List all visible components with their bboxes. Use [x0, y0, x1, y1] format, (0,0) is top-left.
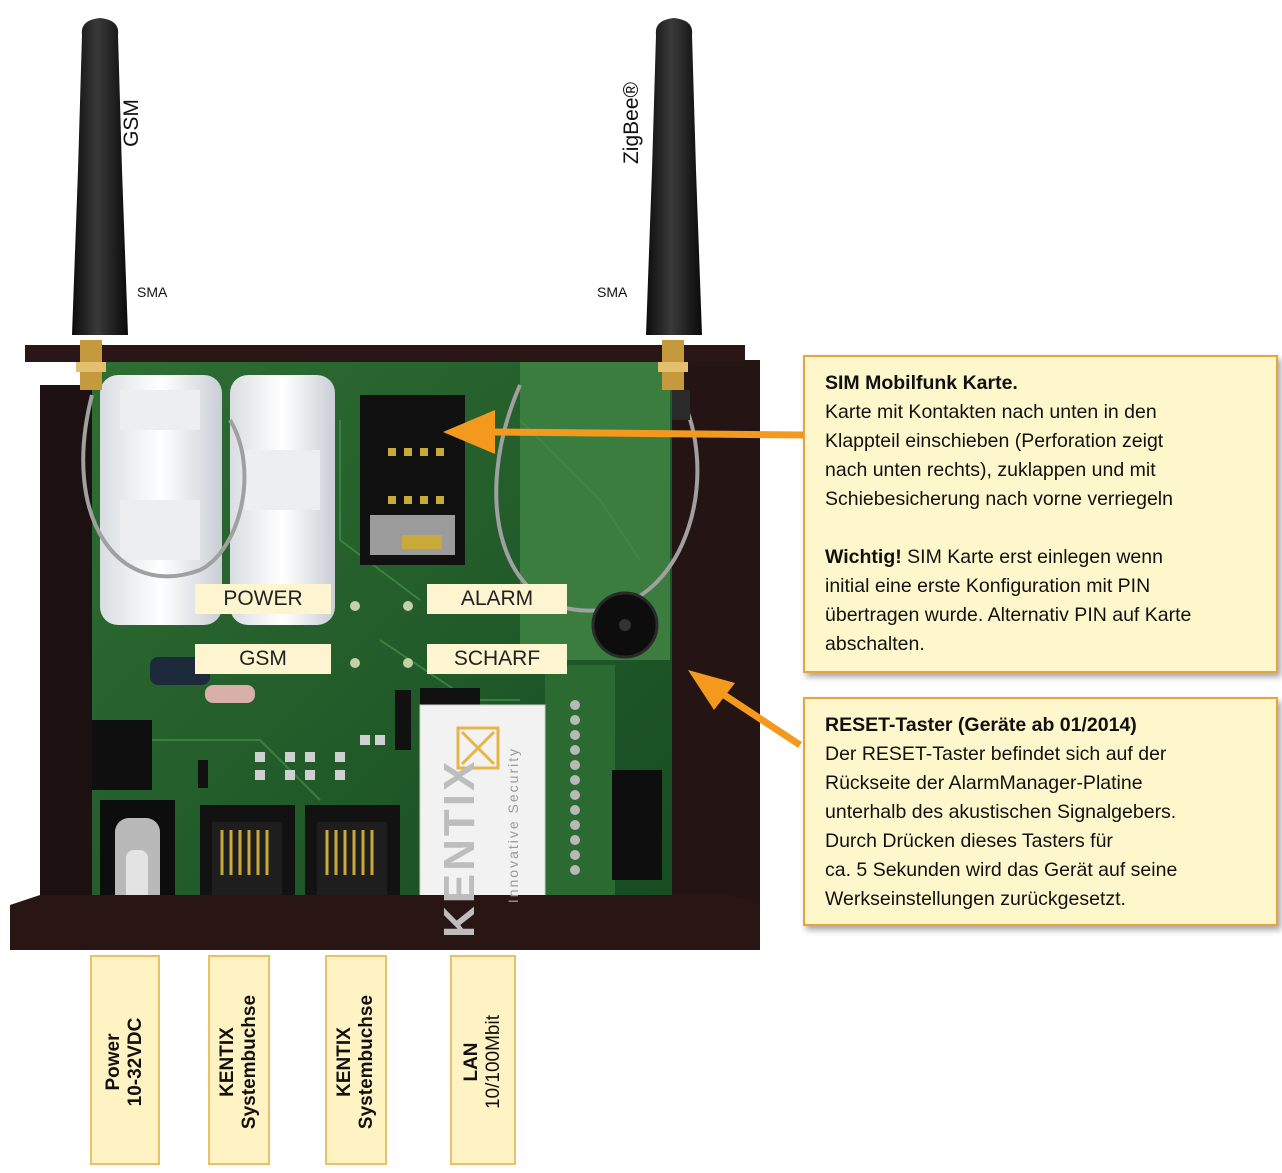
port-system-2-line2: Systembuchse: [356, 994, 377, 1130]
reset-callout-line-4: Durch Drücken dieses Tasters für: [825, 830, 1113, 852]
port-power-line2: 10-32VDC: [125, 1017, 146, 1107]
sim-note-line-1: SIM Karte erst einlegen wenn: [901, 546, 1163, 568]
zigbee-antenna-label: ZigBee®: [620, 82, 643, 165]
sim-callout-line-1: Karte mit Kontakten nach unten in den: [825, 401, 1157, 423]
port-text-power: Power 10-32VDC: [103, 962, 147, 1162]
port-power-line1: Power: [103, 1033, 124, 1091]
port-text-lan: LAN 10/100Mbit: [461, 962, 505, 1162]
gsm-antenna-cable: [81, 394, 247, 579]
sim-note-line-3: übertragen wurde. Alternativ PIN auf Kar…: [825, 604, 1192, 626]
port-label-lan: [450, 955, 516, 1165]
reset-callout-line-2: Rückseite der AlarmManager-Platine: [825, 772, 1143, 794]
scharf-led-label: SCHARF: [427, 644, 567, 674]
kentix-logo-mark: [456, 726, 500, 770]
top-lid: [25, 345, 745, 362]
port-lan-line1: LAN: [461, 1042, 482, 1082]
port-label-power: [90, 955, 160, 1165]
reset-callout-line-1: Der RESET-Taster befindet sich auf der: [825, 743, 1167, 765]
sim-note-bold: Wichtig!: [825, 546, 902, 568]
port-label-system-1: [208, 955, 270, 1165]
sim-callout: SIM Mobilfunk Karte. Karte mit Kontakten…: [803, 355, 1278, 673]
reset-callout-line-3: unterhalb des akustischen Signalgebers.: [825, 801, 1177, 823]
sim-note-line-4: abschalten.: [825, 633, 925, 655]
sim-arrow: [443, 410, 806, 454]
sim-callout-line-2: Klappteil einschieben (Perforation zeigt: [825, 430, 1164, 452]
power-led-label: POWER: [195, 584, 331, 614]
reset-callout-title: RESET-Taster (Geräte ab 01/2014): [825, 714, 1137, 736]
alarm-led-label: ALARM: [427, 584, 567, 614]
port-text-system-2: KENTIX Systembuchse: [334, 962, 378, 1162]
reset-callout: RESET-Taster (Geräte ab 01/2014) Der RES…: [803, 697, 1278, 926]
gsm-led-label: GSM: [195, 644, 331, 674]
front-panel: [10, 895, 760, 950]
small-components: [92, 657, 662, 880]
sim-callout-line-3: nach unten rechts), zuklappen und mit: [825, 459, 1156, 481]
gsm-sma-label: SMA: [137, 284, 168, 300]
zigbee-antenna: [646, 18, 702, 420]
capacitors: [100, 375, 335, 625]
sim-callout-line-4: Schiebesicherung nach vorne verriegeln: [825, 488, 1173, 510]
reset-callout-line-6: Werkseinstellungen zurückgesetzt.: [825, 888, 1126, 910]
sim-card-holder: [360, 395, 465, 565]
sim-callout-title: SIM Mobilfunk Karte.: [825, 372, 1018, 394]
status-leds: [350, 601, 413, 668]
port-system-1-line2: Systembuchse: [239, 994, 260, 1130]
reset-arrow: [688, 670, 802, 748]
kentix-tagline: Innovative Security: [505, 746, 521, 904]
zigbee-sma-label: SMA: [597, 284, 628, 300]
reset-callout-line-5: ca. 5 Sekunden wird das Gerät auf seine: [825, 859, 1178, 881]
gsm-antenna: [72, 18, 128, 390]
port-system-1-line1: KENTIX: [217, 1027, 238, 1097]
port-label-system-2: [325, 955, 387, 1165]
port-lan-line2: 10/100Mbit: [483, 1015, 504, 1110]
port-system-2-line1: KENTIX: [334, 1027, 355, 1097]
kentix-logo-text: KENTIX: [435, 758, 484, 938]
sim-note-line-2: initial eine erste Konfiguration mit PIN: [825, 575, 1151, 597]
gsm-antenna-label: GSM: [120, 99, 143, 147]
port-text-system-1: KENTIX Systembuchse: [217, 962, 261, 1162]
